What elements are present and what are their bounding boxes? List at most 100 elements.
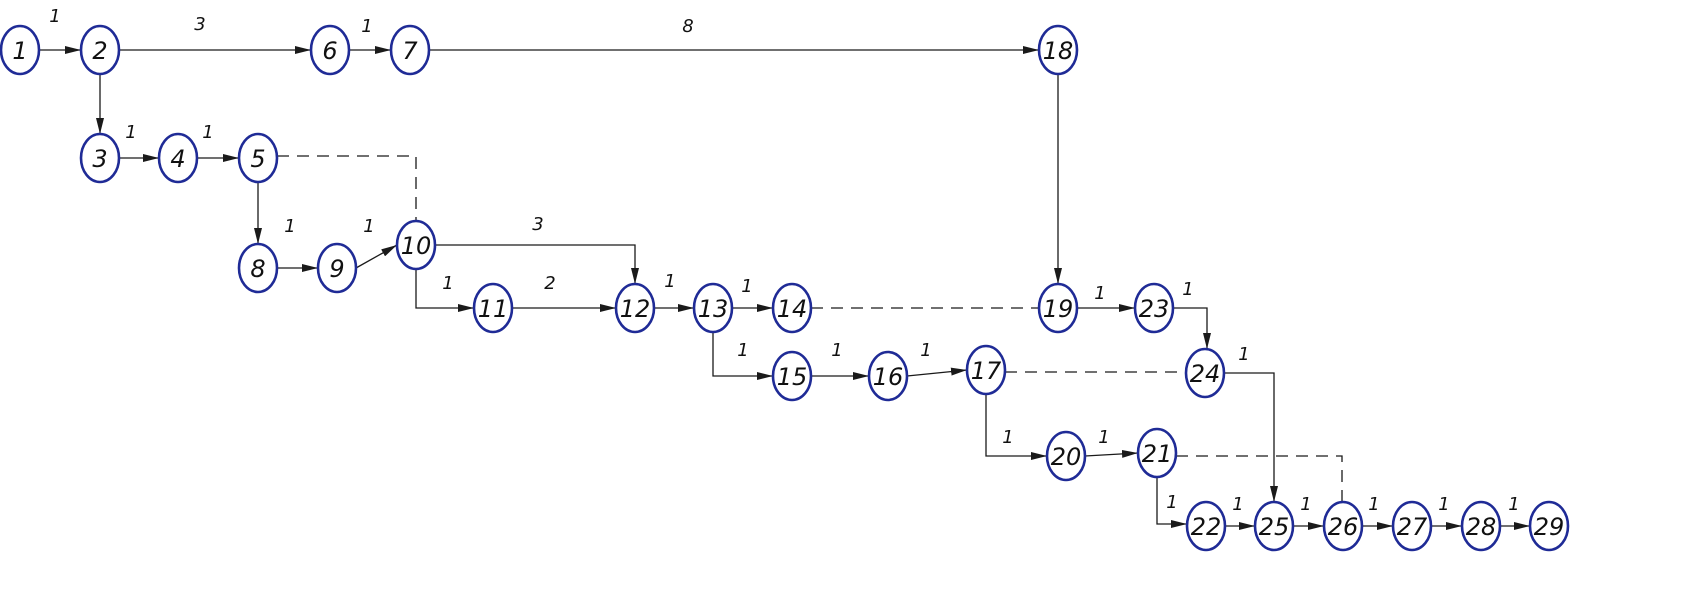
node-13: 13 — [692, 282, 734, 334]
node-29: 29 — [1528, 500, 1570, 552]
node-ellipse-7 — [389, 24, 431, 76]
node-19: 19 — [1037, 282, 1079, 334]
node-12: 12 — [614, 282, 656, 334]
node-ellipse-14 — [771, 282, 813, 334]
node-20: 20 — [1045, 430, 1087, 482]
node-10: 10 — [395, 219, 437, 271]
node-26: 26 — [1322, 500, 1364, 552]
edge-23-24 — [1173, 307, 1211, 349]
edge-label-6-7: 1 — [361, 16, 372, 37]
edge-label-27-28: 1 — [1438, 494, 1449, 515]
node-7: 7 — [389, 24, 431, 76]
node-27: 27 — [1391, 500, 1433, 552]
edge-label-23-24: 1 — [1182, 279, 1193, 300]
edge-20-21 — [1084, 449, 1139, 458]
node-label-27: 27 — [1397, 513, 1428, 541]
node-label-22: 22 — [1191, 513, 1222, 541]
edge-label-16-17: 1 — [920, 340, 931, 361]
edge-label-1-2: 1 — [49, 6, 60, 27]
edge-label-11-12: 2 — [544, 273, 555, 294]
node-2: 2 — [79, 24, 121, 76]
node-ellipse-5 — [237, 132, 279, 184]
edge-label-21-22: 1 — [1166, 492, 1177, 513]
node-6: 6 — [309, 24, 351, 76]
node-label-20: 20 — [1051, 443, 1082, 471]
node-label-12: 12 — [620, 295, 651, 323]
edge-label-13-14: 1 — [741, 276, 752, 297]
node-24: 24 — [1184, 347, 1226, 399]
edge-label-25-26: 1 — [1300, 494, 1311, 515]
edge-label-17-20: 1 — [1002, 427, 1013, 448]
node-ellipse-2 — [79, 24, 121, 76]
edge-5-10-dummy — [277, 155, 417, 221]
node-label-5: 5 — [250, 145, 265, 173]
node-14: 14 — [771, 282, 813, 334]
node-ellipse-9 — [316, 242, 358, 294]
node-label-6: 6 — [322, 37, 337, 65]
node-label-8: 8 — [250, 255, 265, 283]
node-3: 3 — [79, 132, 121, 184]
node-28: 28 — [1460, 500, 1502, 552]
edge-label-2-6: 3 — [194, 14, 205, 35]
node-1: 1 — [0, 24, 41, 76]
edge-label-13-15: 1 — [737, 340, 748, 361]
node-4: 4 — [157, 132, 199, 184]
edge-label-8-9: 1 — [284, 216, 295, 237]
edge-9-10 — [355, 244, 398, 269]
node-15: 15 — [771, 350, 813, 402]
node-ellipse-4 — [157, 132, 199, 184]
node-ellipse-21 — [1136, 427, 1178, 479]
node-22: 22 — [1185, 500, 1227, 552]
node-9: 9 — [316, 242, 358, 294]
node-18: 18 — [1037, 24, 1079, 76]
node-label-28: 28 — [1466, 513, 1497, 541]
node-label-15: 15 — [777, 363, 808, 391]
node-ellipse-25 — [1253, 500, 1295, 552]
node-label-29: 29 — [1534, 513, 1565, 541]
edge-21-26-dummy — [1176, 455, 1343, 502]
node-label-1: 1 — [12, 37, 27, 65]
edge-label-22-25: 1 — [1232, 494, 1243, 515]
edge-24-25 — [1224, 372, 1278, 502]
edge-label-4-5: 1 — [202, 122, 213, 143]
edge-label-9-10: 1 — [363, 216, 374, 237]
edge-13-15 — [712, 332, 773, 380]
edge-label-7-18: 8 — [682, 16, 693, 37]
node-label-2: 2 — [92, 37, 107, 65]
node-label-25: 25 — [1259, 513, 1290, 541]
node-label-23: 23 — [1139, 295, 1170, 323]
node-label-4: 4 — [170, 145, 185, 173]
node-5: 5 — [237, 132, 279, 184]
node-label-9: 9 — [329, 255, 344, 283]
node-ellipse-3 — [79, 132, 121, 184]
node-label-18: 18 — [1043, 37, 1074, 65]
node-8: 8 — [237, 242, 279, 294]
node-21: 21 — [1136, 427, 1178, 479]
edge-label-10-12: 3 — [532, 214, 543, 235]
node-label-19: 19 — [1043, 295, 1074, 323]
node-label-21: 21 — [1142, 440, 1173, 468]
edge-10-12 — [435, 244, 639, 284]
node-label-7: 7 — [402, 37, 418, 65]
node-ellipse-20 — [1045, 430, 1087, 482]
node-label-17: 17 — [971, 357, 1002, 385]
edge-label-15-16: 1 — [831, 340, 842, 361]
edge-label-26-27: 1 — [1368, 494, 1379, 515]
node-ellipse-1 — [0, 24, 41, 76]
node-ellipse-22 — [1185, 500, 1227, 552]
node-ellipse-15 — [771, 350, 813, 402]
node-ellipse-16 — [867, 350, 909, 402]
node-ellipse-23 — [1133, 282, 1175, 334]
node-label-10: 10 — [401, 232, 432, 260]
node-ellipse-6 — [309, 24, 351, 76]
node-ellipse-26 — [1322, 500, 1364, 552]
node-ellipse-12 — [614, 282, 656, 334]
node-label-3: 3 — [92, 145, 107, 173]
edge-label-3-4: 1 — [125, 122, 136, 143]
node-ellipse-10 — [395, 219, 437, 271]
node-ellipse-17 — [965, 344, 1007, 396]
node-ellipse-27 — [1391, 500, 1433, 552]
node-label-13: 13 — [698, 295, 729, 323]
